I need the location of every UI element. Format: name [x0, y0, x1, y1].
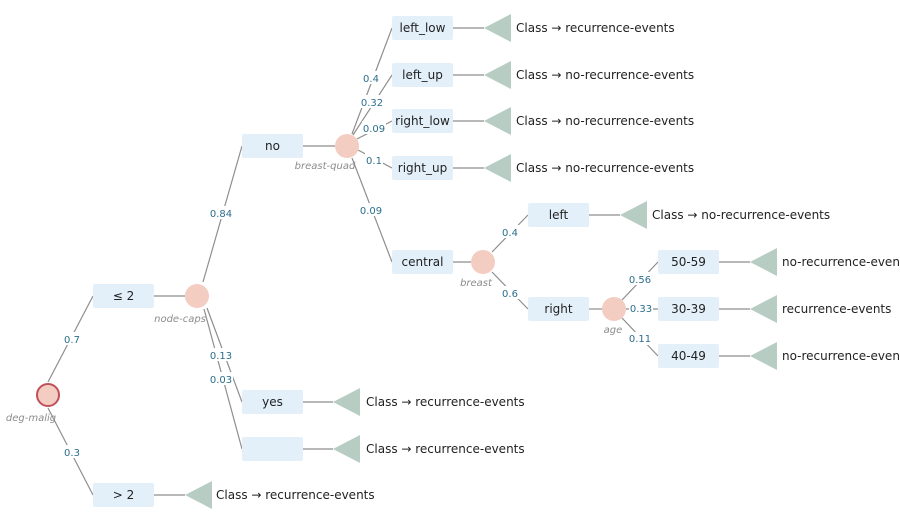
value-box-label: left	[549, 208, 569, 222]
node-age[interactable]: age	[602, 297, 626, 336]
value-box-label: yes	[262, 395, 283, 409]
value-box-label: left_up	[402, 68, 443, 82]
leaf-age-4049[interactable]: no-recurrence-events	[750, 342, 900, 370]
edge-probabilities: 0.7 0.3 0.84 0.13 0.03 0.4 0.32 0.09 0.1…	[62, 71, 653, 459]
leaf-left-low[interactable]: Class → recurrence-events	[484, 14, 675, 42]
node-breast-quad[interactable]: breast-quad	[295, 134, 359, 172]
leaf-triangle-icon	[484, 61, 511, 89]
prob-le2: 0.7	[64, 335, 80, 346]
value-box-blank[interactable]	[242, 437, 303, 461]
leaf-age-3039[interactable]: recurrence-events	[750, 295, 891, 323]
leaf-class-label: Class → no-recurrence-events	[652, 208, 830, 222]
value-box-right-low[interactable]: right_low	[392, 109, 453, 133]
breast-label: breast	[460, 278, 493, 289]
prob-left-up: 0.32	[361, 98, 383, 109]
breast-circle[interactable]	[471, 250, 495, 274]
prob-left-low: 0.4	[363, 74, 379, 85]
breast-quad-label: breast-quad	[295, 161, 356, 172]
root-node-label: deg-malig	[6, 413, 56, 424]
value-box-central[interactable]: central	[392, 250, 453, 274]
breast-quad-circle[interactable]	[335, 134, 359, 158]
prob-right-up: 0.1	[366, 156, 382, 167]
leaf-breast-left[interactable]: Class → no-recurrence-events	[620, 201, 830, 229]
value-box-left-up[interactable]: left_up	[392, 63, 453, 87]
leaf-age-5059[interactable]: no-recurrence-events	[750, 248, 900, 276]
value-box-left-low[interactable]: left_low	[392, 16, 453, 40]
prob-age-4049: 0.11	[629, 334, 651, 345]
leaf-class-label: Class → recurrence-events	[216, 488, 375, 502]
value-box-label: right_up	[398, 161, 447, 175]
value-box-breast-left[interactable]: left	[528, 203, 589, 227]
leaf-deg-gt2[interactable]: Class → recurrence-events	[185, 481, 375, 509]
leaf-node-caps-yes[interactable]: Class → recurrence-events	[333, 388, 525, 416]
prob-central: 0.09	[360, 206, 382, 217]
leaf-triangle-icon	[333, 388, 360, 416]
age-label: age	[604, 325, 623, 336]
value-box-yes[interactable]: yes	[242, 390, 303, 414]
value-box-right-up[interactable]: right_up	[392, 156, 453, 180]
leaf-class-label: recurrence-events	[782, 302, 891, 316]
value-box-label: left_low	[400, 21, 446, 35]
leaf-class-label: Class → recurrence-events	[366, 442, 525, 456]
leaf-node-caps-blank[interactable]: Class → recurrence-events	[333, 435, 525, 463]
prob-no: 0.84	[210, 209, 232, 220]
value-box-label: right_low	[395, 114, 450, 128]
leaf-class-label: Class → recurrence-events	[516, 21, 675, 35]
prob-blank: 0.03	[210, 375, 232, 386]
leaf-class-label: no-recurrence-events	[782, 349, 900, 363]
leaf-triangle-icon	[750, 295, 777, 323]
leaf-triangle-icon	[750, 248, 777, 276]
value-box-label: ≤ 2	[113, 289, 135, 303]
leaf-right-up[interactable]: Class → no-recurrence-events	[484, 154, 694, 182]
leaf-triangle-icon	[484, 154, 511, 182]
node-caps-label: node-caps	[154, 314, 206, 325]
value-box-label: 30-39	[671, 302, 706, 316]
value-box-le2[interactable]: ≤ 2	[93, 284, 154, 308]
leaf-class-label: Class → no-recurrence-events	[516, 161, 694, 175]
prob-gt2: 0.3	[64, 448, 80, 459]
leaf-triangle-icon	[620, 201, 647, 229]
decision-nodes: deg-malig node-caps breast-quad breast a…	[6, 134, 626, 424]
age-circle[interactable]	[602, 297, 626, 321]
prob-age-5059: 0.56	[629, 275, 651, 286]
value-box-label: central	[402, 255, 444, 269]
value-box-gt2[interactable]: > 2	[93, 483, 154, 507]
leaf-triangle-icon	[484, 107, 511, 135]
value-box-no[interactable]: no	[242, 134, 303, 158]
value-box-label: no	[265, 139, 280, 153]
prob-age-3039: 0.33	[630, 304, 652, 315]
prob-breast-left: 0.4	[502, 228, 518, 239]
value-box-age-4049[interactable]: 40-49	[658, 344, 719, 368]
value-box-label: right	[544, 302, 572, 316]
leaf-triangle-icon	[185, 481, 212, 509]
leaf-triangle-icon	[333, 435, 360, 463]
prob-right-low: 0.09	[363, 124, 385, 135]
leaf-class-label: Class → recurrence-events	[366, 395, 525, 409]
value-box-label: > 2	[113, 488, 135, 502]
node-breast[interactable]: breast	[460, 250, 495, 289]
value-box-age-5059[interactable]: 50-59	[658, 250, 719, 274]
leaf-right-low[interactable]: Class → no-recurrence-events	[484, 107, 694, 135]
leaf-triangle-icon	[750, 342, 777, 370]
value-box-age-3039[interactable]: 30-39	[658, 297, 719, 321]
leaf-nodes: Class → recurrence-events Class → no-rec…	[185, 14, 900, 509]
node-node-caps[interactable]: node-caps	[154, 284, 209, 325]
leaf-class-label: no-recurrence-events	[782, 255, 900, 269]
prob-breast-right: 0.6	[502, 289, 518, 300]
root-node-deg-malig[interactable]: deg-malig	[6, 383, 60, 424]
leaf-class-label: Class → no-recurrence-events	[516, 68, 694, 82]
prob-yes: 0.13	[210, 351, 232, 362]
branch-value-boxes: ≤ 2 > 2 no yes left_low left_up right_	[93, 16, 719, 507]
value-box-breast-right[interactable]: right	[528, 297, 589, 321]
value-box-label: 40-49	[671, 349, 706, 363]
value-box-label: 50-59	[671, 255, 706, 269]
root-node-circle[interactable]	[36, 383, 60, 407]
leaf-class-label: Class → no-recurrence-events	[516, 114, 694, 128]
node-caps-circle[interactable]	[185, 284, 209, 308]
leaf-left-up[interactable]: Class → no-recurrence-events	[484, 61, 694, 89]
leaf-triangle-icon	[484, 14, 511, 42]
